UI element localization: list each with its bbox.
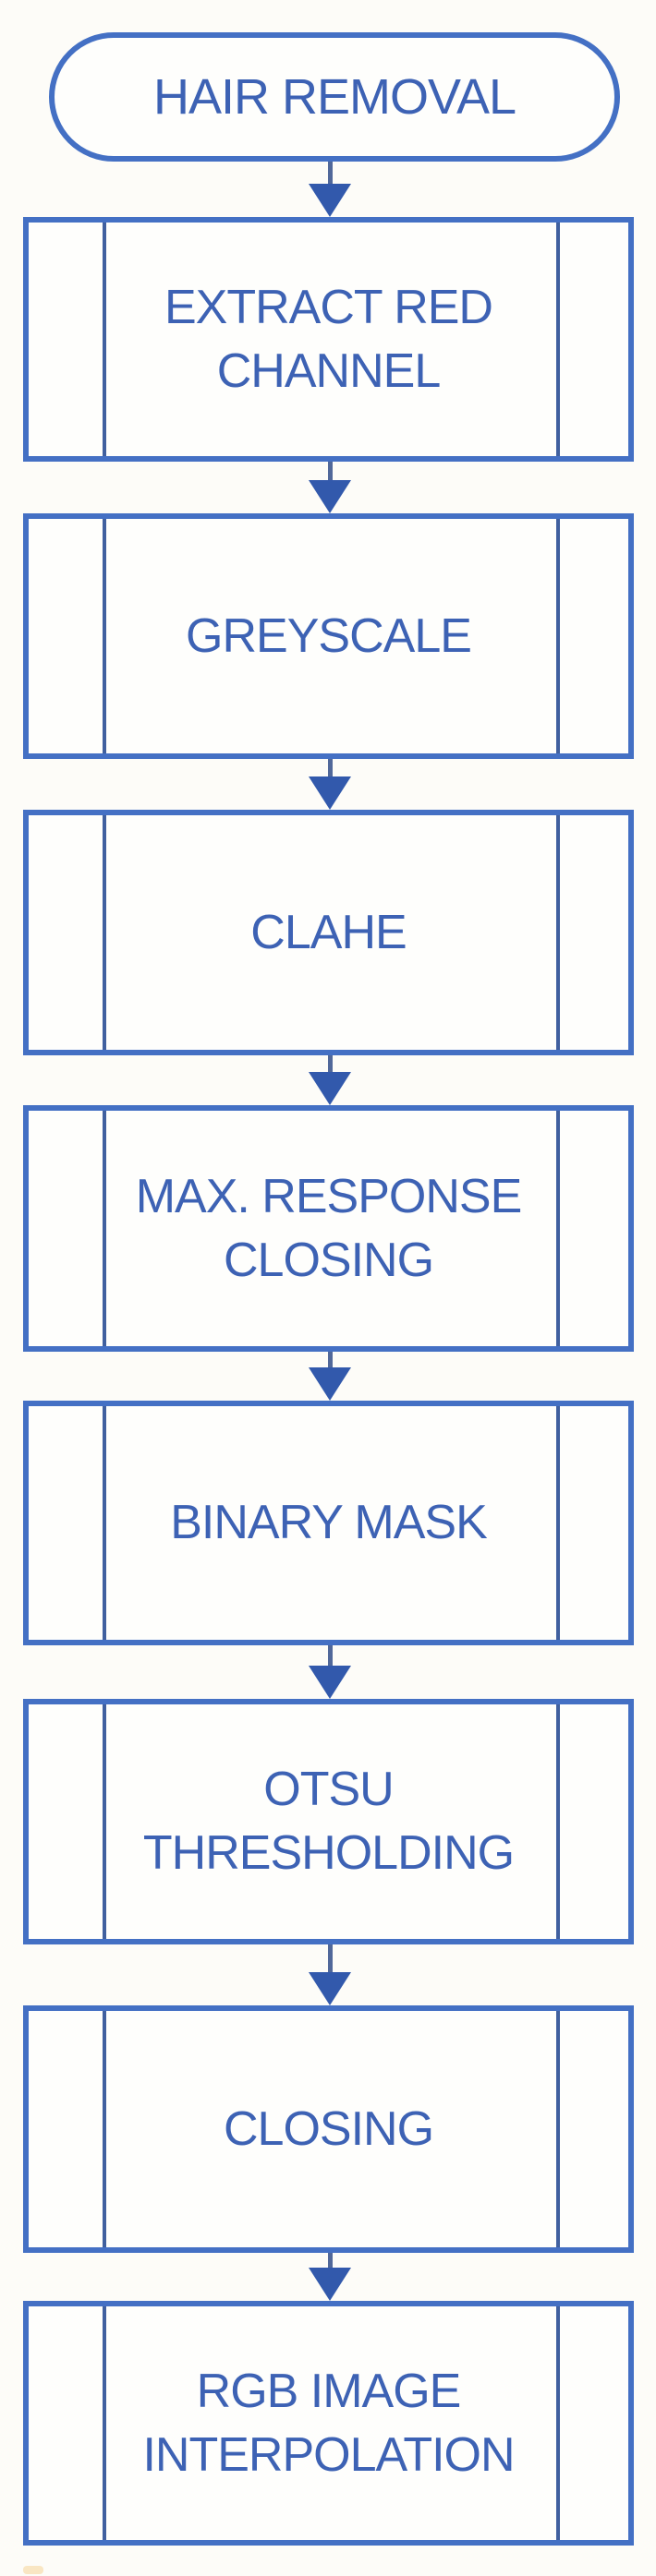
arrow-head-icon: [309, 1972, 351, 2005]
predefined-process-left-bar: [103, 815, 106, 1050]
arrow-head-icon: [309, 184, 351, 217]
flow-arrow: [309, 1645, 351, 1699]
flow-arrow: [309, 2253, 351, 2301]
predefined-process-left-bar: [103, 2306, 106, 2540]
predefined-process-left-bar: [103, 1704, 106, 1939]
arrow-head-icon: [309, 776, 351, 810]
process-label: RGB IMAGE INTERPOLATION: [142, 2364, 515, 2482]
arrow-head-icon: [309, 480, 351, 513]
predefined-process-right-bar: [556, 1704, 560, 1939]
predefined-process-right-bar: [556, 2011, 560, 2247]
flow-arrow: [309, 162, 351, 217]
process-box-rgb-image-interpolation: RGB IMAGE INTERPOLATION: [23, 2301, 634, 2546]
arrow-shaft: [327, 1645, 333, 1666]
predefined-process-right-bar: [556, 1406, 560, 1640]
arrow-head-icon: [309, 1072, 351, 1105]
flow-arrow: [309, 1944, 351, 2005]
predefined-process-left-bar: [103, 2011, 106, 2247]
process-label: EXTRACT RED CHANNEL: [164, 280, 493, 398]
process-label: OTSU THRESHOLDING: [142, 1763, 515, 1880]
predefined-process-right-bar: [556, 2306, 560, 2540]
predefined-process-right-bar: [556, 223, 560, 456]
artifact-smudge: [23, 2566, 43, 2574]
process-box-closing: CLOSING: [23, 2005, 634, 2253]
process-label: CLAHE: [250, 905, 407, 959]
arrow-head-icon: [309, 1367, 351, 1401]
process-label: BINARY MASK: [170, 1496, 488, 1550]
arrow-shaft: [327, 759, 333, 776]
process-box-greyscale: GREYSCALE: [23, 513, 634, 759]
predefined-process-right-bar: [556, 1111, 560, 1346]
arrow-shaft: [327, 1055, 333, 1072]
predefined-process-left-bar: [103, 223, 106, 456]
arrow-shaft: [327, 2253, 333, 2268]
process-label: GREYSCALE: [186, 608, 472, 663]
arrow-shaft: [327, 1352, 333, 1367]
flow-arrow: [309, 1055, 351, 1105]
start-node-label: HAIR REMOVAL: [152, 69, 516, 125]
predefined-process-left-bar: [103, 519, 106, 753]
predefined-process-right-bar: [556, 815, 560, 1050]
process-box-otsu-thresholding: OTSU THRESHOLDING: [23, 1699, 634, 1944]
arrow-head-icon: [309, 2268, 351, 2301]
arrow-shaft: [327, 462, 333, 480]
process-box-extract-red-channel: EXTRACT RED CHANNEL: [23, 217, 634, 462]
process-label: MAX. RESPONSE CLOSING: [135, 1169, 523, 1287]
process-label: CLOSING: [223, 2101, 434, 2156]
predefined-process-right-bar: [556, 519, 560, 753]
predefined-process-left-bar: [103, 1406, 106, 1640]
arrow-head-icon: [309, 1666, 351, 1699]
start-node-hair-removal: HAIR REMOVAL: [49, 32, 620, 162]
process-box-clahe: CLAHE: [23, 810, 634, 1055]
process-box-binary-mask: BINARY MASK: [23, 1401, 634, 1645]
process-box-max-response-closing: MAX. RESPONSE CLOSING: [23, 1105, 634, 1352]
arrow-shaft: [327, 162, 333, 184]
flow-arrow: [309, 1352, 351, 1401]
predefined-process-left-bar: [103, 1111, 106, 1346]
arrow-shaft: [327, 1944, 333, 1972]
flow-arrow: [309, 462, 351, 513]
flow-arrow: [309, 759, 351, 810]
